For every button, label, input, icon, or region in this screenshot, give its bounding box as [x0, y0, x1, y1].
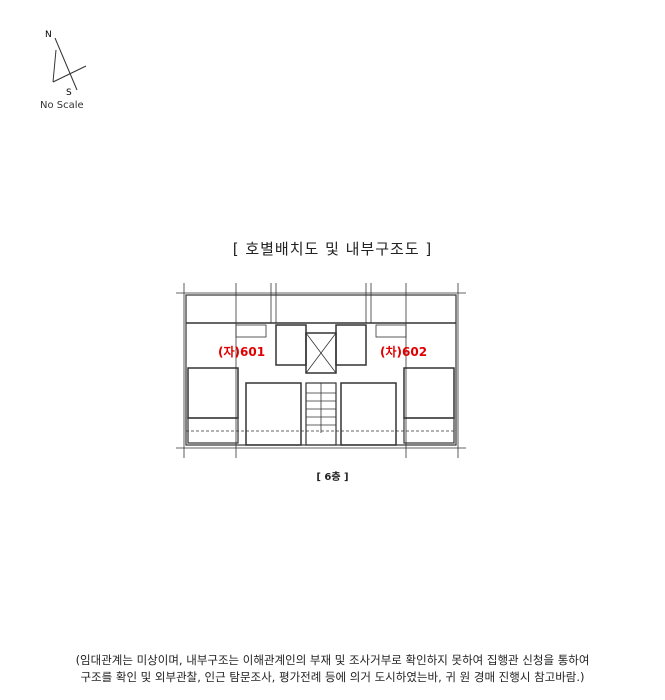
north-arrow-icon: N S: [45, 30, 87, 98]
south-label: S: [66, 88, 72, 98]
scale-note: No Scale: [40, 100, 84, 111]
north-label: N: [45, 30, 52, 40]
page-title: [ 호별배치도 및 내부구조도 ]: [232, 240, 433, 258]
floor-label: [ 6층 ]: [316, 472, 349, 483]
note-line-2: 구조를 확인 및 외부관찰, 인근 탐문조사, 평가전례 등에 의거 도시하였는…: [80, 670, 585, 684]
unit-601-label: (자)601: [218, 344, 265, 359]
floor-plan: (자)601 (차)602: [176, 283, 466, 458]
note-line-1: (임대관계는 미상이며, 내부구조는 이해관계인의 부재 및 조사거부로 확인하…: [75, 653, 590, 667]
disclaimer-note: (임대관계는 미상이며, 내부구조는 이해관계인의 부재 및 조사거부로 확인하…: [0, 652, 665, 686]
unit-602-label: (차)602: [380, 344, 427, 359]
